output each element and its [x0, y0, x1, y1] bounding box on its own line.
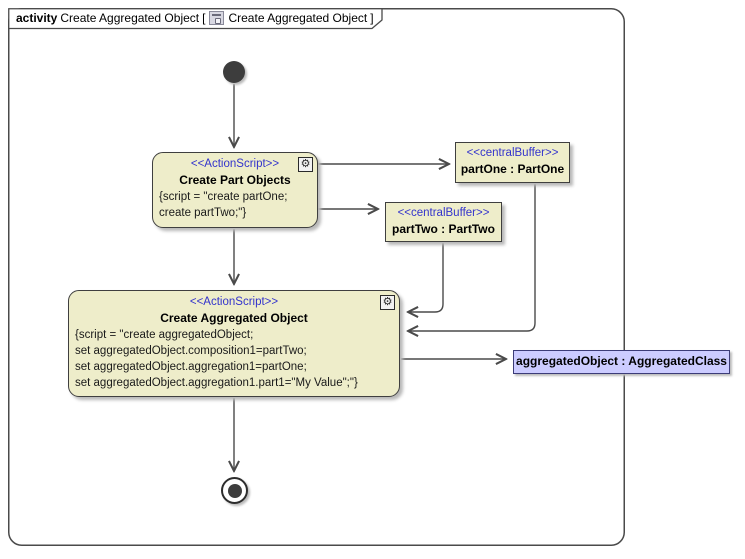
buffer-name: partTwo : PartTwo — [392, 222, 495, 236]
initial-node[interactable] — [223, 61, 245, 83]
final-node-inner-dot — [227, 483, 242, 498]
script-line: {script = "create aggregatedObject; — [75, 329, 254, 341]
activity-final-node[interactable] — [221, 477, 248, 504]
gear-icon: ⚙ — [380, 295, 395, 310]
script-line: set aggregatedObject.composition1=partTw… — [75, 345, 307, 357]
frame-bracket-close: ] — [370, 11, 374, 25]
action-create-part-objects[interactable]: ⚙ <<ActionScript>> Create Part Objects {… — [152, 152, 318, 228]
stereotype-label: <<centralBuffer>> — [466, 147, 559, 159]
edge-parttwo-to-create-aggregated-object — [408, 243, 444, 312]
frame-context-name: Create Aggregated Object — [228, 11, 368, 25]
frame-diagram-name: Create Aggregated Object — [60, 11, 200, 25]
gear-icon: ⚙ — [298, 157, 313, 172]
script-line: {script = "create partOne; — [159, 191, 288, 203]
action-create-aggregated-object[interactable]: ⚙ <<ActionScript>> Create Aggregated Obj… — [68, 290, 400, 397]
stereotype-label: <<centralBuffer>> — [397, 207, 490, 219]
central-buffer-parttwo[interactable]: <<centralBuffer>> partTwo : PartTwo — [385, 202, 502, 242]
central-buffer-partone[interactable]: <<centralBuffer>> partOne : PartOne — [455, 142, 570, 183]
activity-diagram-icon — [209, 11, 225, 25]
script-line: create partTwo;"} — [159, 207, 247, 219]
action-name: Create Aggregated Object — [160, 311, 308, 325]
frame-bracket-open: [ — [202, 11, 206, 25]
frame-title: activity Create Aggregated Object [ Crea… — [16, 11, 374, 25]
stereotype-label: <<ActionScript>> — [189, 296, 279, 308]
frame-tab — [8, 8, 383, 30]
script-line: set aggregatedObject.aggregation1=partOn… — [75, 361, 307, 373]
buffer-name: partOne : PartOne — [460, 162, 565, 176]
activity-frame-border — [8, 8, 625, 546]
script-line: set aggregatedObject.aggregation1.part1=… — [75, 377, 358, 389]
object-node-aggregated-object[interactable]: aggregatedObject : AggregatedClass — [513, 350, 730, 374]
edge-partone-to-create-aggregated-object — [408, 184, 536, 331]
action-name: Create Part Objects — [179, 173, 291, 187]
frame-keyword: activity — [16, 11, 58, 25]
stereotype-label: <<ActionScript>> — [190, 158, 280, 170]
